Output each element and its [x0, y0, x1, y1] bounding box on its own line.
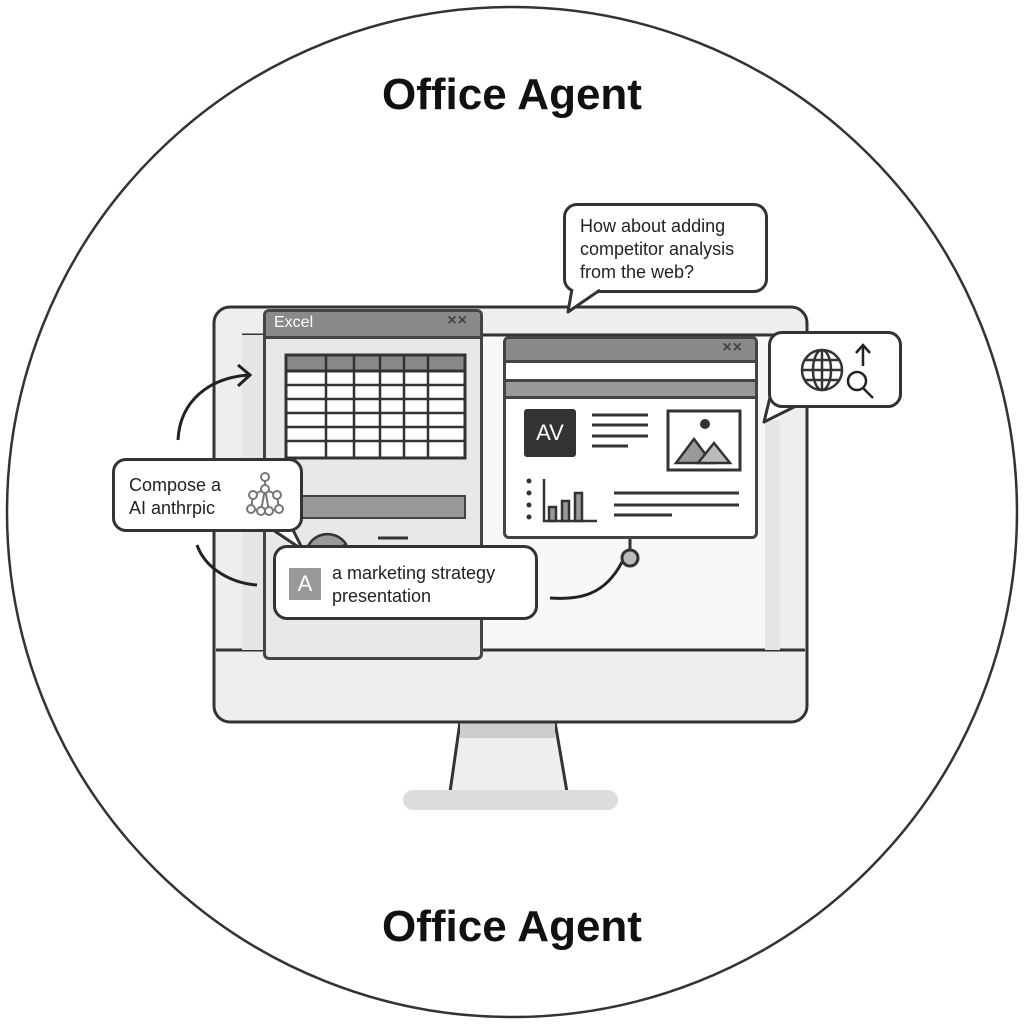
logo-badge: AV	[524, 409, 576, 457]
connector-curve	[549, 561, 624, 600]
suggestion-line: competitor analysis	[580, 239, 735, 259]
globe-icon	[800, 348, 844, 392]
compose-line: AI anthrpic	[129, 498, 216, 518]
close-icon[interactable]: ××	[722, 339, 743, 356]
logo-text: AV	[536, 420, 564, 445]
ribbon-bar	[506, 379, 755, 399]
presentation-window[interactable]: ×× AV	[503, 336, 758, 539]
task-badge-letter: A	[297, 571, 313, 596]
presentation-titlebar[interactable]: ××	[506, 339, 755, 363]
frame-circle	[5, 5, 1019, 1019]
network-icon	[246, 472, 284, 516]
compose-line: Compose a	[129, 475, 222, 495]
search-icon	[846, 370, 874, 399]
title-top: Office Agent	[382, 70, 642, 119]
image-icon	[666, 409, 742, 472]
flow-arrow-down	[195, 544, 258, 587]
bar-chart-icon	[542, 479, 597, 523]
task-line: presentation	[332, 586, 432, 606]
slide-content	[526, 409, 742, 523]
web-search-bubble	[768, 331, 902, 408]
suggestion-line: How about adding	[580, 216, 726, 236]
excel-title: Excel	[274, 314, 314, 331]
formula-bar	[285, 495, 466, 519]
flow-arrow-up	[176, 373, 249, 441]
globe-search-icons	[800, 343, 874, 399]
excel-titlebar[interactable]: Excel ××	[266, 312, 480, 339]
title-bottom: Office Agent	[382, 902, 642, 951]
arrow-up-icon	[855, 343, 871, 366]
compose-bubble: Compose a AI anthrpic	[112, 458, 303, 532]
dots-icon	[526, 478, 532, 520]
monitor-neck-shadow	[460, 722, 555, 738]
connector-node	[620, 548, 640, 568]
close-icon[interactable]: ××	[447, 312, 468, 329]
task-bubble: A a marketing strategy presentation	[273, 545, 538, 620]
task-badge: A	[289, 568, 321, 600]
task-line: a marketing strategy	[332, 563, 496, 583]
suggestion-bubble: How about adding competitor analysis fro…	[563, 203, 768, 293]
suggestion-line: from the web?	[580, 262, 695, 282]
monitor-base	[403, 790, 618, 810]
arrow-head-icon	[236, 363, 253, 388]
